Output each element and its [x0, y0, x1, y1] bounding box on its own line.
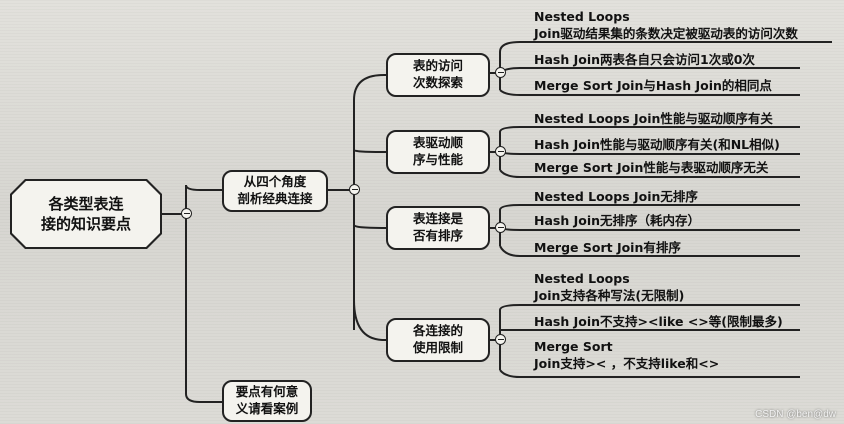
category-access-count-line-1: 表的访问 — [412, 58, 463, 74]
category-access-count-line-2: 次数探索 — [412, 75, 463, 90]
leaf-hash-limits-line-1: Hash Join不支持><like <>等(限制最多) — [534, 314, 783, 329]
leaf-merge-limits-line-1: Merge Sort — [534, 339, 613, 354]
leaf-nl-access-count: Nested Loops Join驱动结果集的条数决定被驱动表的访问次数 — [534, 9, 798, 43]
node-case-study-line-2: 义请看案例 — [235, 401, 299, 416]
node-case-study[interactable]: 要点有何意 义请看案例 — [222, 380, 312, 422]
leaf-nl-driving-order: Nested Loops Join性能与驱动顺序有关 — [534, 111, 773, 128]
leaf-merge-limits: Merge Sort Join支持>< ，不支持like和<> — [534, 339, 719, 373]
leaf-merge-sorting: Merge Sort Join有排序 — [534, 240, 681, 257]
category-usage-limits-line-2: 使用限制 — [412, 340, 463, 355]
collapse-four-angles-icon[interactable] — [349, 184, 360, 195]
leaf-nl-limits: Nested Loops Join支持各种写法(无限制) — [534, 271, 684, 305]
leaf-merge-sorting-line-1: Merge Sort Join有排序 — [534, 240, 681, 255]
node-four-angles-line-2: 剖析经典连接 — [237, 191, 313, 206]
leaf-nl-limits-line-1: Nested Loops — [534, 271, 630, 286]
csdn-watermark: CSDN @ben@dw — [755, 409, 836, 420]
leaf-nl-sorting: Nested Loops Join无排序 — [534, 189, 698, 206]
leaf-hash-sorting-line-1: Hash Join无排序（耗内存） — [534, 213, 701, 228]
collapse-driving-order-icon[interactable] — [495, 146, 506, 157]
leaf-nl-access-count-line-1: Nested Loops — [534, 9, 630, 24]
leaf-hash-driving-order: Hash Join性能与驱动顺序有关(和NL相似) — [534, 137, 780, 154]
node-four-angles[interactable]: 从四个角度 剖析经典连接 — [222, 170, 328, 212]
category-usage-limits[interactable]: 各连接的 使用限制 — [386, 318, 490, 362]
leaf-merge-driving-order: Merge Sort Join性能与表驱动顺序无关 — [534, 160, 768, 177]
category-driving-order[interactable]: 表驱动顺 序与性能 — [386, 130, 490, 174]
category-usage-limits-line-1: 各连接的 — [412, 323, 463, 339]
leaf-merge-limits-line-2: Join支持>< ，不支持like和<> — [534, 355, 720, 371]
leaf-nl-driving-order-line-1: Nested Loops Join性能与驱动顺序有关 — [534, 111, 773, 126]
category-driving-order-line-2: 序与性能 — [412, 152, 463, 167]
leaf-hash-limits: Hash Join不支持><like <>等(限制最多) — [534, 314, 783, 331]
collapse-access-count-icon[interactable] — [495, 67, 506, 78]
leaf-merge-access-count-line-1: Merge Sort Join与Hash Join的相同点 — [534, 78, 772, 93]
collapse-sorting-icon[interactable] — [495, 222, 506, 233]
leaf-hash-access-count-line-1: Hash Join两表各自只会访问1次或0次 — [534, 52, 755, 67]
leaf-merge-access-count: Merge Sort Join与Hash Join的相同点 — [534, 78, 772, 95]
leaf-nl-access-count-line-2: Join驱动结果集的条数决定被驱动表的访问次数 — [534, 25, 798, 41]
category-sorting-line-2: 否有排序 — [412, 228, 463, 243]
leaf-nl-limits-line-2: Join支持各种写法(无限制) — [534, 287, 685, 303]
leaf-merge-driving-order-line-1: Merge Sort Join性能与表驱动顺序无关 — [534, 160, 769, 175]
edge-root-mid — [160, 184, 222, 403]
node-case-study-line-1: 要点有何意 — [235, 384, 299, 400]
leaf-nl-sorting-line-1: Nested Loops Join无排序 — [534, 189, 698, 204]
leaf-hash-sorting: Hash Join无排序（耗内存） — [534, 213, 700, 230]
leaf-hash-driving-order-line-1: Hash Join性能与驱动顺序有关(和NL相似) — [534, 137, 780, 152]
root-line-1: 各类型表连 — [48, 194, 124, 213]
category-sorting[interactable]: 表连接是 否有排序 — [386, 206, 490, 250]
leaf-hash-access-count: Hash Join两表各自只会访问1次或0次 — [534, 52, 755, 69]
category-driving-order-line-1: 表驱动顺 — [412, 135, 463, 151]
edge-mid-categories — [328, 74, 386, 341]
category-sorting-line-1: 表连接是 — [412, 211, 463, 227]
root-line-2: 接的知识要点 — [40, 215, 131, 233]
collapse-usage-limits-icon[interactable] — [495, 334, 506, 345]
root-node[interactable]: 各类型表连 接的知识要点 — [12, 181, 160, 247]
category-access-count[interactable]: 表的访问 次数探索 — [386, 53, 490, 97]
collapse-root-icon[interactable] — [181, 208, 192, 219]
node-four-angles-line-1: 从四个角度 — [243, 174, 307, 190]
